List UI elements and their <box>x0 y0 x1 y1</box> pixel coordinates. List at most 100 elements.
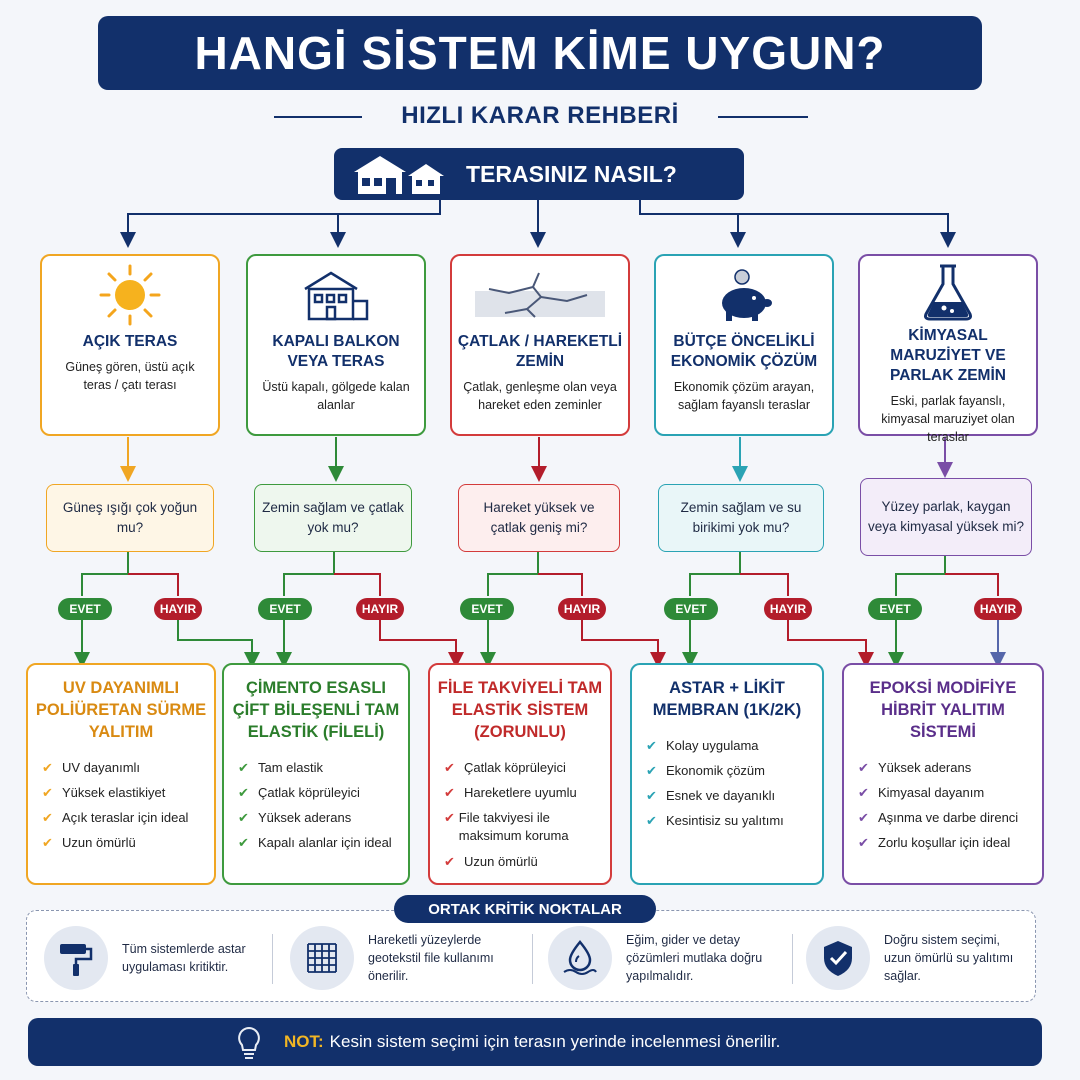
category-butce: BÜTÇE ÖNCELİKLİ EKONOMİK ÇÖZÜM Ekonomik … <box>654 254 834 436</box>
check-icon: ✔ <box>858 835 869 850</box>
result-cimento: ÇİMENTO ESASLI ÇİFT BİLEŞENLİ TAM ELASTİ… <box>222 663 410 885</box>
result-title: ÇİMENTO ESASLI ÇİFT BİLEŞENLİ TAM ELASTİ… <box>232 679 400 741</box>
category-kimyasal: KİMYASAL MARUZİYET VE PARLAK ZEMİN Eski,… <box>858 254 1038 444</box>
check-icon: ✔ <box>646 763 657 778</box>
question-yuzey: Yüzey parlak, kaygan veya kimyasal yükse… <box>860 478 1032 556</box>
feature-item: ✔Kimyasal dayanım <box>858 780 1042 805</box>
paint-roller-icon <box>44 926 108 990</box>
answer-yes: EVET <box>460 598 514 620</box>
check-icon: ✔ <box>858 760 869 775</box>
feature-item: ✔Esnek ve dayanıklı <box>646 783 822 808</box>
shield-check-icon <box>806 926 870 990</box>
sun-icon <box>42 262 218 328</box>
check-icon: ✔ <box>42 835 53 850</box>
result-epoksi: EPOKSİ MODİFİYE HİBRİT YALITIM SİSTEMİ ✔… <box>842 663 1044 885</box>
check-icon: ✔ <box>444 760 455 775</box>
category-desc: Çatlak, genleşme olan veya hareket eden … <box>463 380 617 412</box>
piggy-bank-icon <box>656 262 832 328</box>
water-drop-icon <box>548 926 612 990</box>
feature-item: ✔Kapalı alanlar için ideal <box>238 830 408 855</box>
feature-item: ✔Kesintisiz su yalıtımı <box>646 808 822 833</box>
check-icon: ✔ <box>858 785 869 800</box>
answer-no: HAYIR <box>764 598 812 620</box>
subtitle-rule-right <box>718 116 808 118</box>
check-icon: ✔ <box>238 835 249 850</box>
page-title: HANGİ SİSTEM KİME UYGUN? <box>98 16 982 90</box>
subtitle-rule-left <box>274 116 362 118</box>
feature-item: ✔Yüksek aderans <box>238 805 408 830</box>
question-hareket: Hareket yüksek ve çatlak geniş mi? <box>458 484 620 552</box>
feature-item: ✔File takviyesi ile maksimum koruma <box>444 810 569 843</box>
answer-no: HAYIR <box>356 598 404 620</box>
result-title: UV DAYANIMLI POLİÜRETAN SÜRME YALITIM <box>35 679 207 741</box>
result-poliuretan: UV DAYANIMLI POLİÜRETAN SÜRME YALITIM ✔U… <box>26 663 216 885</box>
question-su-birikimi: Zemin sağlam ve su birikimi yok mu? <box>658 484 824 552</box>
feature-item: ✔UV dayanımlı <box>42 755 214 780</box>
category-title: BÜTÇE ÖNCELİKLİ EKONOMİK ÇÖZÜM <box>670 333 818 370</box>
check-icon: ✔ <box>444 785 455 800</box>
feature-item: ✔Yüksek elastikiyet <box>42 780 214 805</box>
answer-yes: EVET <box>58 598 112 620</box>
crack-icon <box>452 262 628 328</box>
result-title: EPOKSİ MODİFİYE HİBRİT YALITIM SİSTEMİ <box>869 679 1017 741</box>
result-title: ASTAR + LİKİT MEMBRAN (1K/2K) <box>652 679 802 719</box>
category-desc: Eski, parlak fayanslı, kimyasal maruziye… <box>881 394 1015 444</box>
check-icon: ✔ <box>42 810 53 825</box>
lightbulb-icon <box>238 1026 260 1059</box>
check-icon: ✔ <box>238 785 249 800</box>
check-icon: ✔ <box>238 760 249 775</box>
critical-item: Hareketli yüzeylerde geotekstil file kul… <box>290 926 526 990</box>
feature-item: ✔Uzun ömürlü <box>42 830 214 855</box>
feature-item: ✔Hareketlere uyumlu <box>444 780 610 805</box>
critical-item: Eğim, gider ve detay çözümleri mutlaka d… <box>548 926 788 990</box>
category-title: KİMYASAL MARUZİYET VE PARLAK ZEMİN <box>890 327 1006 384</box>
feature-item: ✔Uzun ömürlü <box>444 849 610 874</box>
feature-item: ✔Kolay uygulama <box>646 733 822 758</box>
check-icon: ✔ <box>42 785 53 800</box>
check-icon: ✔ <box>646 738 657 753</box>
critical-item: Tüm sistemlerde astar uygulaması kritikt… <box>44 926 266 990</box>
result-title: FİLE TAKVİYELİ TAM ELASTİK SİSTEM (ZORUN… <box>437 679 603 741</box>
category-title: KAPALI BALKON VEYA TERAS <box>272 333 400 370</box>
feature-item: ✔Tam elastik <box>238 755 408 780</box>
check-icon: ✔ <box>444 810 455 825</box>
check-icon: ✔ <box>858 810 869 825</box>
check-icon: ✔ <box>444 854 455 869</box>
divider <box>532 934 533 984</box>
category-desc: Güneş gören, üstü açık teras / çatı tera… <box>65 360 195 392</box>
feature-item: ✔Zorlu koşullar için ideal <box>858 830 1042 855</box>
answer-yes: EVET <box>664 598 718 620</box>
check-icon: ✔ <box>238 810 249 825</box>
answer-yes: EVET <box>258 598 312 620</box>
divider <box>272 934 273 984</box>
question-zemin-saglam: Zemin sağlam ve çatlak yok mu? <box>254 484 412 552</box>
check-icon: ✔ <box>42 760 53 775</box>
category-desc: Üstü kapalı, gölgede kalan alanlar <box>262 380 410 412</box>
category-kapali-balkon: KAPALI BALKON VEYA TERAS Üstü kapalı, gö… <box>246 254 426 436</box>
category-desc: Ekonomik çözüm arayan, sağlam fayanslı t… <box>673 380 815 412</box>
category-title: AÇIK TERAS <box>82 333 178 350</box>
feature-item: ✔Açık teraslar için ideal <box>42 805 214 830</box>
page-subtitle: HIZLI KARAR REHBERİ <box>401 102 679 129</box>
check-icon: ✔ <box>646 788 657 803</box>
feature-item: ✔Çatlak köprüleyici <box>238 780 408 805</box>
category-catlak-zemin: ÇATLAK / HAREKETLİ ZEMİN Çatlak, genleşm… <box>450 254 630 436</box>
note-label: NOT: <box>284 1032 324 1051</box>
result-features: ✔UV dayanımlı ✔Yüksek elastikiyet ✔Açık … <box>28 755 214 855</box>
note-text: Kesin sistem seçimi için terasın yerinde… <box>329 1032 781 1051</box>
result-features: ✔Kolay uygulama ✔Ekonomik çözüm ✔Esnek v… <box>632 733 822 833</box>
question-gunes: Güneş ışığı çok yoğun mu? <box>46 484 214 552</box>
feature-item: ✔Yüksek aderans <box>858 755 1042 780</box>
check-icon: ✔ <box>646 813 657 828</box>
result-likit-membran: ASTAR + LİKİT MEMBRAN (1K/2K) ✔Kolay uyg… <box>630 663 824 885</box>
answer-yes: EVET <box>868 598 922 620</box>
result-file-takviyeli: FİLE TAKVİYELİ TAM ELASTİK SİSTEM (ZORUN… <box>428 663 612 885</box>
divider <box>792 934 793 984</box>
result-features: ✔Yüksek aderans ✔Kimyasal dayanım ✔Aşınm… <box>844 755 1042 855</box>
flask-icon <box>860 262 1036 322</box>
result-features: ✔Çatlak köprüleyici ✔Hareketlere uyumlu … <box>430 755 610 874</box>
root-question: TERASINIZ NASIL? <box>334 148 744 200</box>
feature-item: ✔Ekonomik çözüm <box>646 758 822 783</box>
critical-item: Doğru sistem seçimi, uzun ömürlü su yalı… <box>806 926 1028 990</box>
category-title: ÇATLAK / HAREKETLİ ZEMİN <box>457 333 623 370</box>
